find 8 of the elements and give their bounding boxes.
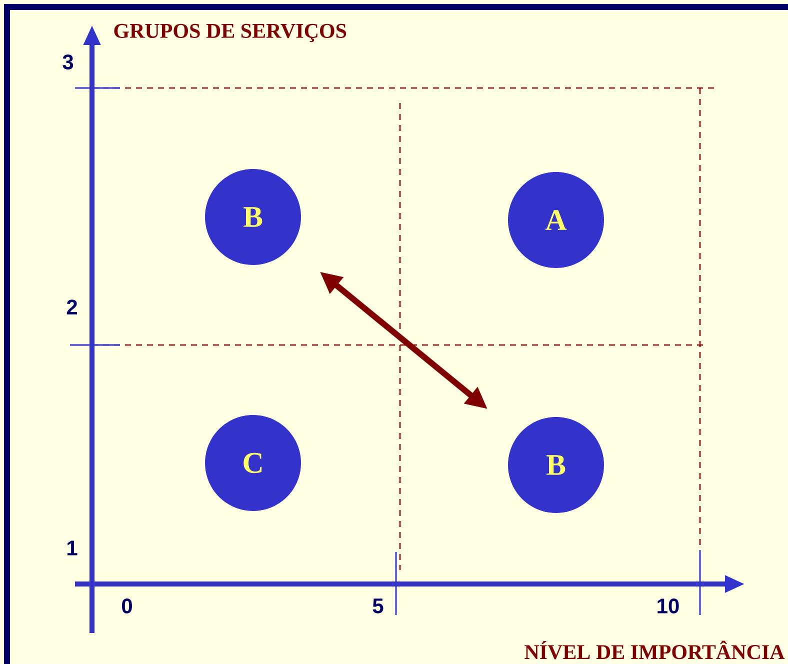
tick-label: 3: [62, 54, 74, 70]
axis-title: GRUPOS DE SERVIÇOS: [114, 24, 346, 42]
axis-title: NÍVEL DE IMPORTÂNCIA: [524, 640, 785, 660]
tick-label: 2: [66, 300, 77, 314]
tick-label: 5: [372, 598, 384, 614]
tick-label: 1: [67, 540, 78, 556]
tick-label: 10: [658, 598, 679, 614]
tick-label: 0: [122, 598, 132, 614]
